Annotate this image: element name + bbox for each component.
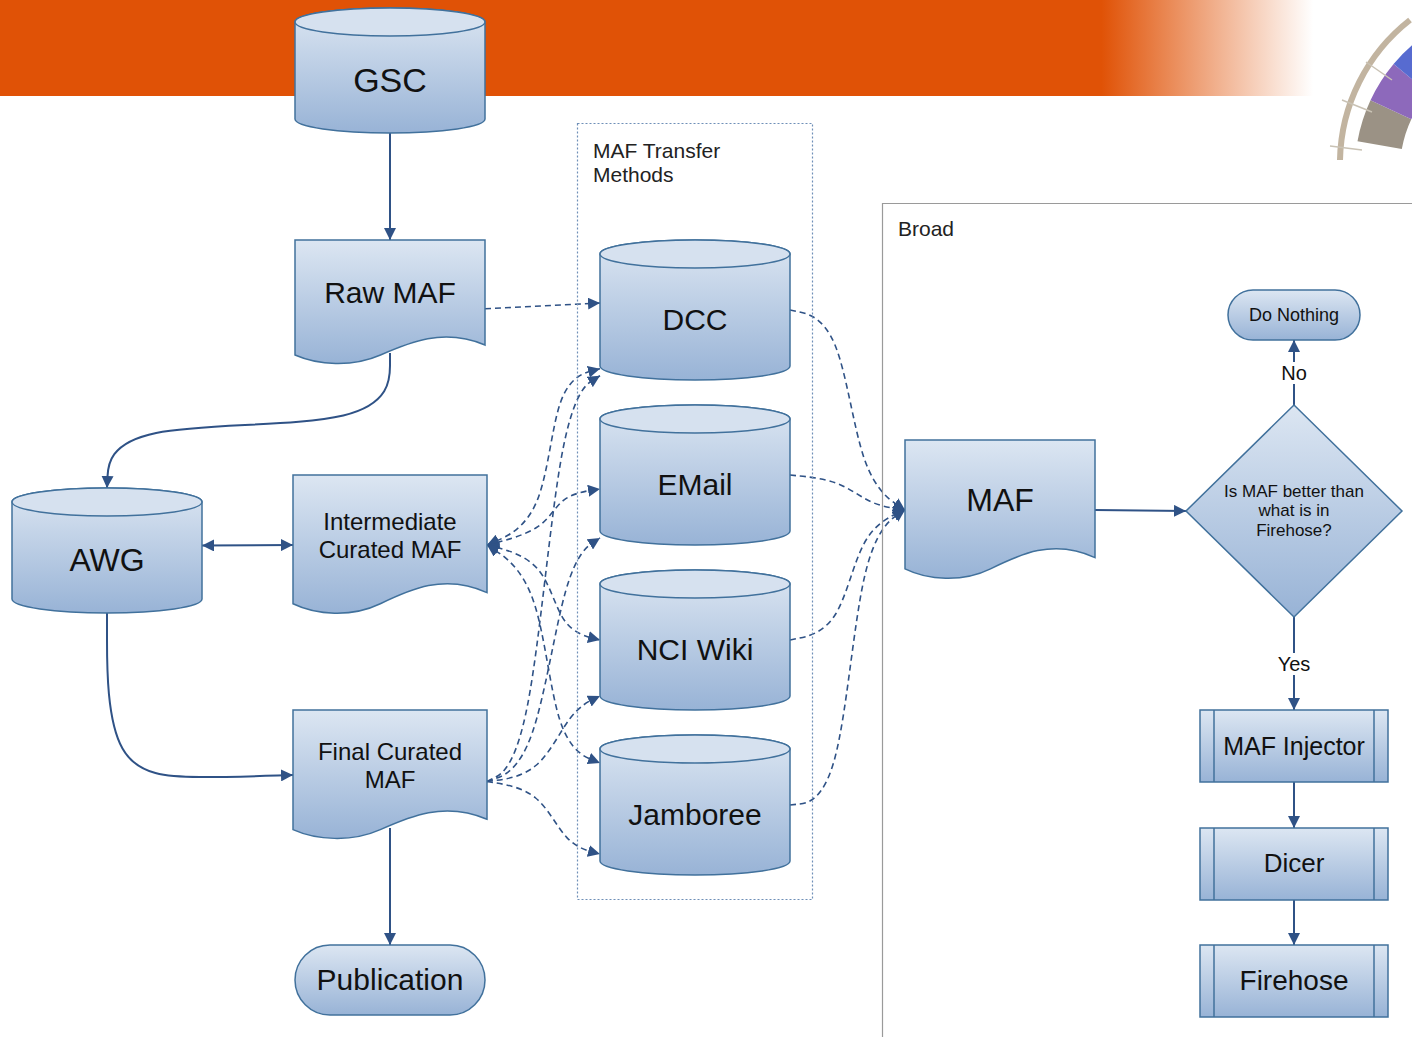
node-label: MAF Injector <box>1223 732 1365 761</box>
document-shape: Final Curated MAF <box>293 710 487 840</box>
dashed-arrow <box>487 369 600 545</box>
shape-outline <box>1186 405 1402 617</box>
node-label: Raw MAF <box>324 276 456 311</box>
document-shape: Raw MAF <box>295 240 485 365</box>
node-label: GSC <box>353 61 427 100</box>
solid-arrow <box>389 133 391 240</box>
shape-outline <box>293 475 487 613</box>
shape-outline <box>1200 945 1388 1017</box>
terminator: Publication <box>295 945 485 1015</box>
database-cylinder: DCC <box>600 240 790 380</box>
node-label: Do Nothing <box>1249 305 1339 326</box>
dashed-arrow <box>485 303 600 309</box>
document-shape: MAF <box>905 440 1095 580</box>
database-cylinder: NCI Wiki <box>600 570 790 710</box>
shape-outline <box>600 570 790 710</box>
dashed-arrow <box>487 376 600 782</box>
database-cylinder: GSC <box>295 8 485 133</box>
node-label: EMail <box>657 468 732 503</box>
dashed-arrow <box>790 510 905 640</box>
node-label: Firehose <box>1240 965 1349 997</box>
shape-outline <box>1200 828 1388 900</box>
terminator: Do Nothing <box>1228 290 1360 340</box>
shape-outline <box>600 735 790 875</box>
node-label: Intermediate Curated MAF <box>303 508 477 563</box>
group-heading: Broad <box>898 217 954 241</box>
node-label: Final Curated MAF <box>303 738 477 793</box>
solid-arrow <box>107 353 390 488</box>
node-label: Is MAF better than what is in Firehose? <box>1222 482 1366 541</box>
database-cylinder: EMail <box>600 405 790 545</box>
solid-arrow <box>1293 782 1295 828</box>
dashed-arrow <box>790 310 905 510</box>
shape-outline <box>600 405 790 545</box>
solid-arrow <box>107 613 293 777</box>
node-label: Jamboree <box>628 798 761 833</box>
node-label: NCI Wiki <box>637 633 754 668</box>
shape-outline <box>578 124 813 900</box>
node-label: Dicer <box>1264 849 1325 879</box>
shape-outline <box>1200 710 1388 782</box>
group-heading: MAF Transfer Methods <box>593 139 763 187</box>
dashed-arrow <box>790 510 905 805</box>
edge-label: Yes <box>1274 653 1315 675</box>
shape-outline <box>293 710 487 838</box>
shape-outline <box>295 945 485 1015</box>
shape-outline <box>883 204 1412 1037</box>
shape-outline <box>12 488 202 613</box>
decision-diamond: Is MAF better than what is in Firehose? <box>1186 405 1402 617</box>
dashed-arrow <box>487 782 600 855</box>
shape-outline <box>1228 290 1360 340</box>
solid-arrow <box>202 544 293 547</box>
region-box: MAF Is MAF better than what is in Firehos… <box>882 203 1412 1037</box>
solid-arrow <box>1293 900 1295 945</box>
process-box: Firehose <box>1200 945 1388 1017</box>
process-box: MAF Injector <box>1200 710 1388 782</box>
solid-arrow <box>1095 510 1186 511</box>
dashed-arrow <box>487 538 600 782</box>
group-box: DCC EMailNCI WikiJamboree MAF Transfer Met… <box>577 123 813 900</box>
banner-bar <box>0 0 1412 96</box>
document-shape: Intermediate Curated MAF <box>293 475 487 615</box>
shape-outline <box>600 240 790 380</box>
shape-outline <box>905 440 1095 578</box>
solid-arrow <box>389 828 391 945</box>
database-cylinder: Jamboree <box>600 735 790 875</box>
node-label: AWG <box>69 542 144 579</box>
shape-outline <box>295 240 485 363</box>
circos-graphic <box>1330 20 1412 160</box>
dashed-arrow <box>487 545 600 763</box>
shape-outline <box>295 8 485 133</box>
node-label: DCC <box>663 303 728 338</box>
database-cylinder: AWG <box>12 488 202 613</box>
dashed-arrow <box>790 475 905 510</box>
node-label: Publication <box>317 963 464 998</box>
edge-label: No <box>1277 362 1311 384</box>
node-label: MAF <box>966 482 1034 519</box>
dashed-arrow <box>487 489 600 545</box>
dashed-arrow <box>487 696 600 782</box>
process-box: Dicer <box>1200 828 1388 900</box>
